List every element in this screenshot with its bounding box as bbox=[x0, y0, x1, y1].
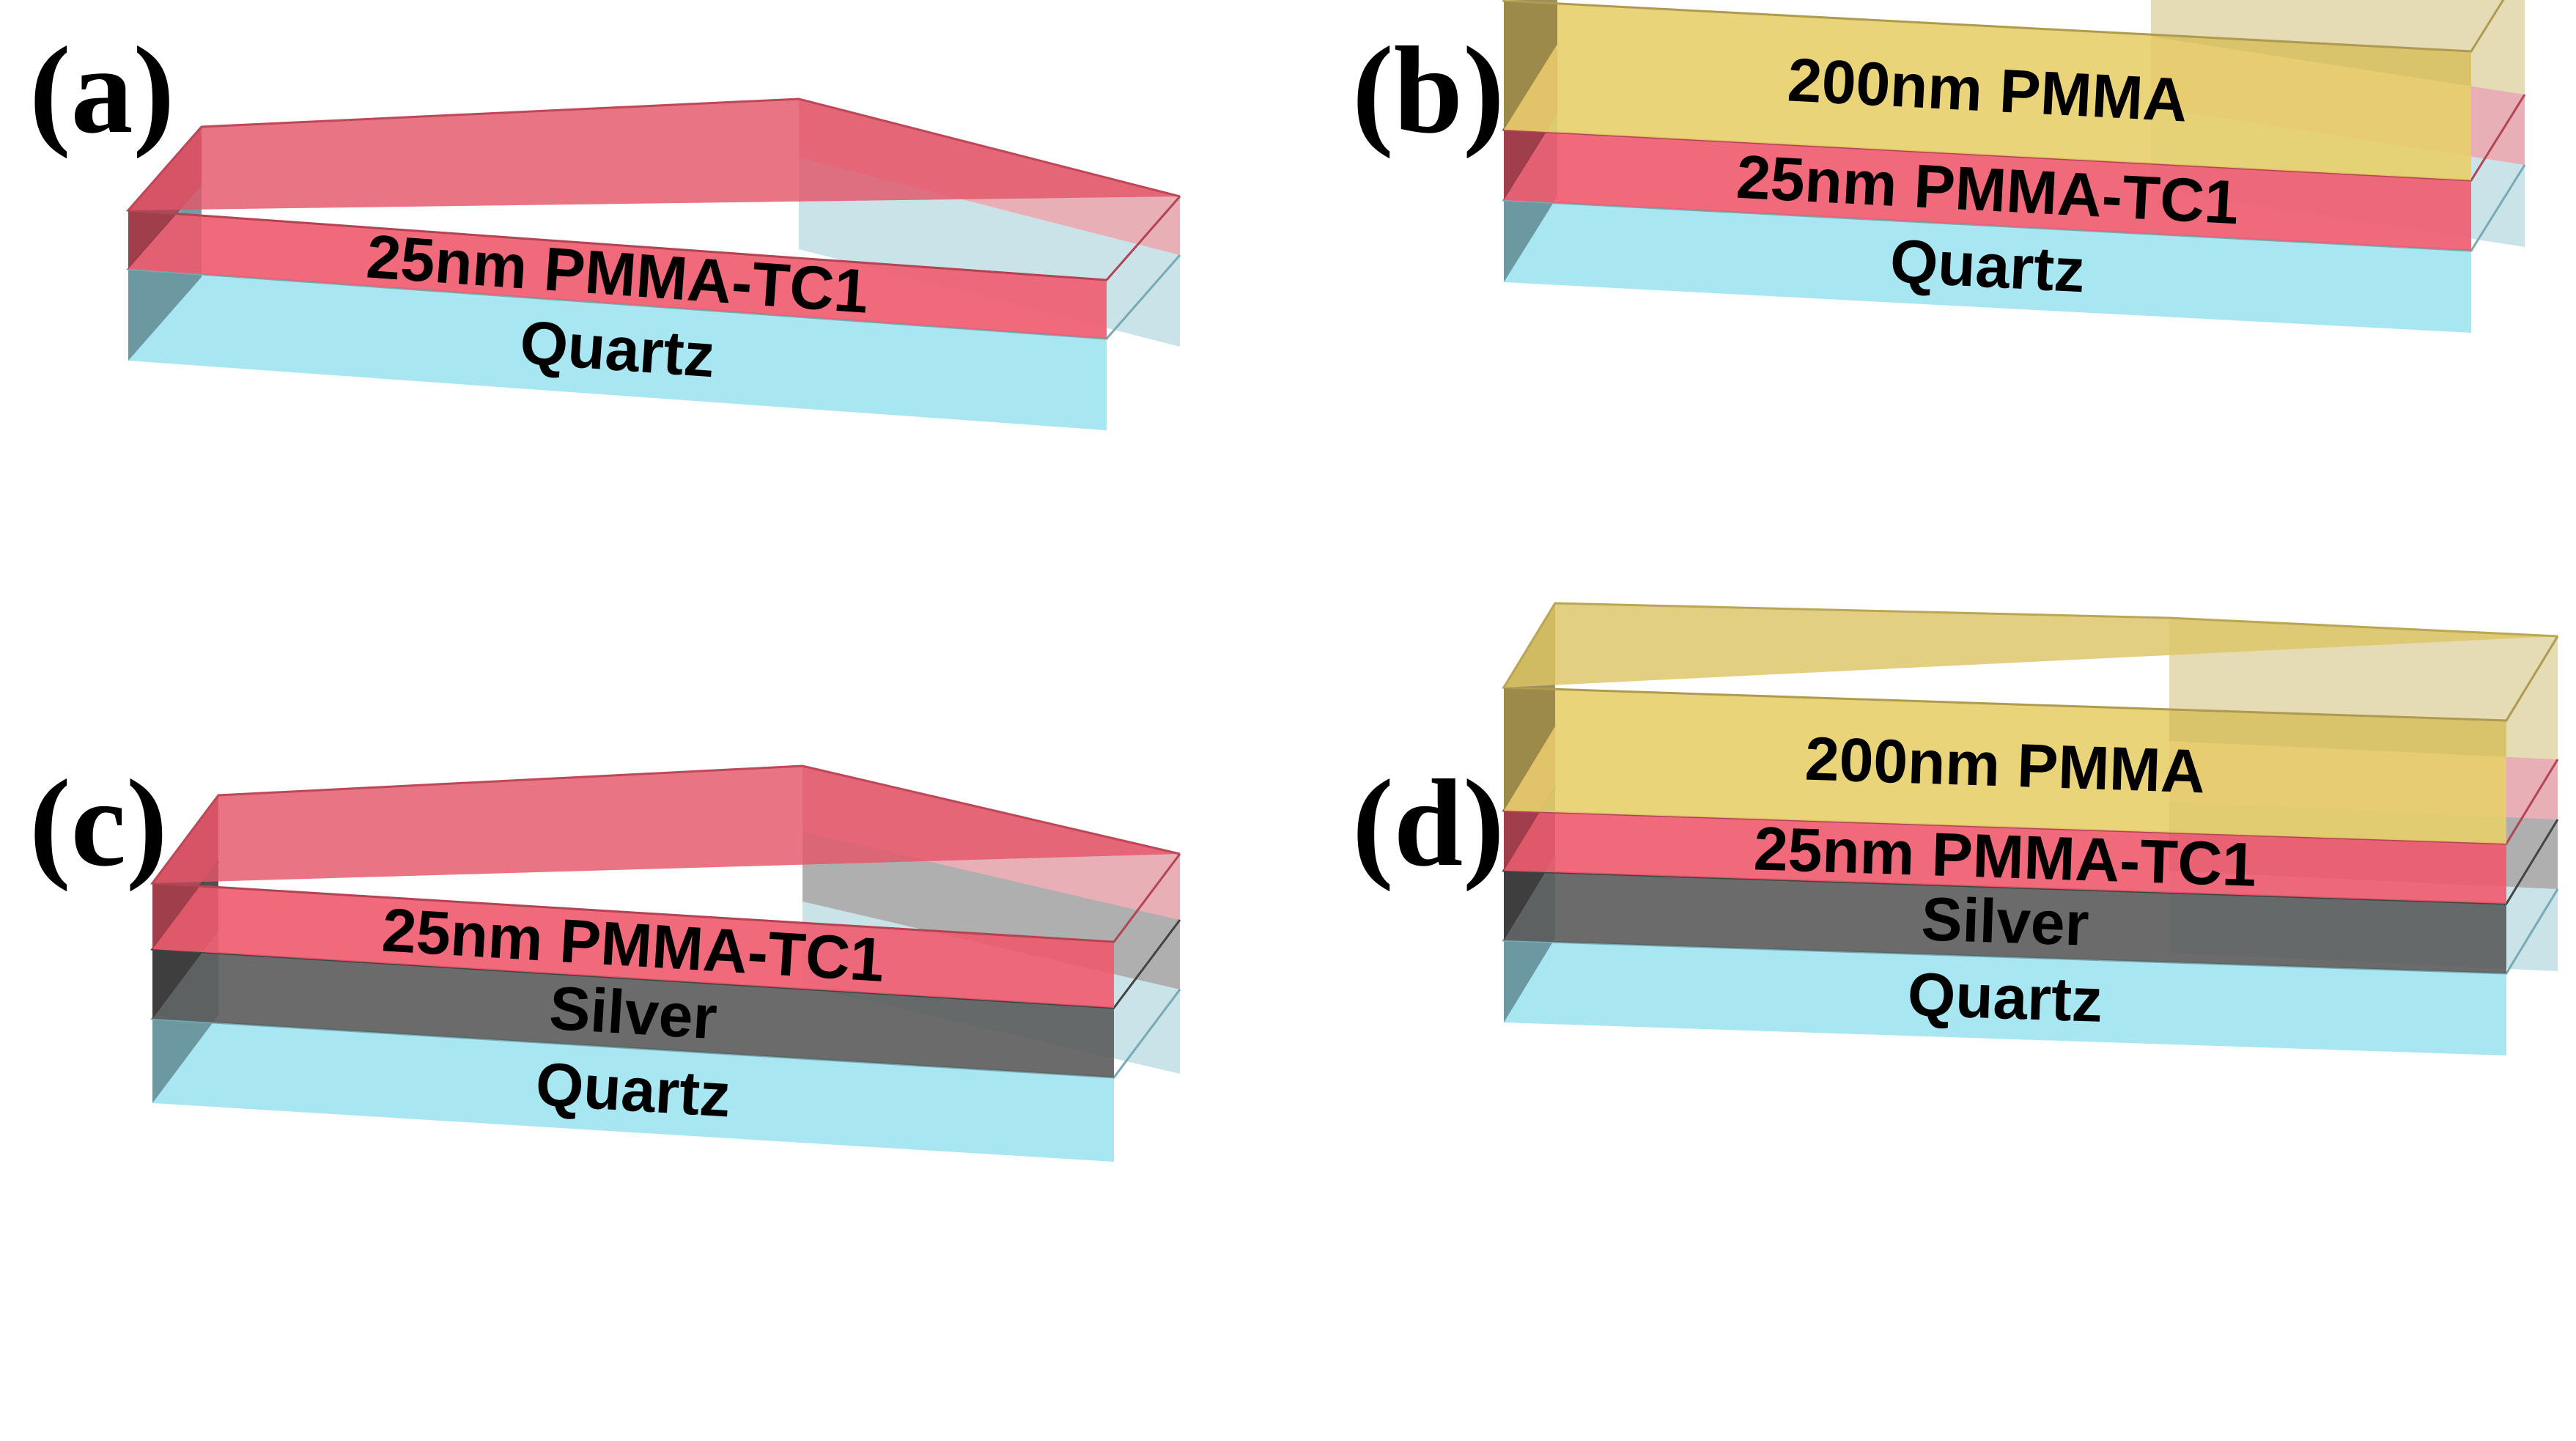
layer-label-a-0: Quartz bbox=[518, 308, 717, 391]
front-face-b-quartz bbox=[1504, 200, 2471, 333]
layer-label-c-0: Quartz bbox=[534, 1049, 732, 1129]
top-edge-a bbox=[127, 97, 1181, 211]
top-edge-c bbox=[151, 764, 1181, 884]
front-face-b-pmma_tc1 bbox=[1504, 130, 2471, 251]
top-surface-b bbox=[1504, 0, 1526, 1]
left-face-b-pmma bbox=[1504, 0, 1557, 130]
top-face-b bbox=[1502, 0, 1526, 1]
layer-b-pmma bbox=[1502, 0, 2525, 180]
right-face-b-pmma bbox=[2151, 0, 2525, 95]
front-face-d-quartz bbox=[1504, 940, 2506, 1055]
panel-label-c: (c) bbox=[29, 754, 168, 892]
front-face-d-pmma_tc1 bbox=[1504, 811, 2506, 904]
top-face-a bbox=[127, 97, 1181, 211]
front-face-a-pmma_tc1 bbox=[128, 210, 1107, 339]
front-face-c-quartz bbox=[152, 1019, 1114, 1162]
panel-label-b: (b) bbox=[1352, 21, 1505, 159]
layer-label-b-0: Quartz bbox=[1889, 226, 2087, 306]
front-face-d-pmma bbox=[1504, 688, 2506, 844]
top-face-d bbox=[1502, 602, 2558, 688]
front-face-b-pmma bbox=[1504, 1, 2471, 180]
right-face-d-pmma bbox=[2169, 618, 2558, 759]
edge-b-pmma bbox=[1502, 0, 2505, 53]
top-surface-c bbox=[152, 766, 1180, 883]
front-face-c-pmma_tc1 bbox=[152, 883, 1114, 1008]
panel-label-a: (a) bbox=[29, 21, 174, 159]
layer-label-d-3: 200nm PMMA bbox=[1804, 724, 2207, 806]
layer-label-d-2: 25nm PMMA-TC1 bbox=[1753, 814, 2258, 899]
front-face-a-quartz bbox=[128, 269, 1107, 430]
panel-label-d: (d) bbox=[1352, 754, 1505, 892]
layer-d-pmma bbox=[1502, 602, 2559, 844]
top-edge-d bbox=[1502, 602, 2558, 688]
top-face-c bbox=[151, 764, 1181, 884]
layer-label-c-1: Silver bbox=[547, 973, 719, 1053]
front-face-c-silver bbox=[152, 949, 1114, 1077]
top-surface-a bbox=[128, 99, 1180, 210]
layer-label-d-1: Silver bbox=[1920, 884, 2090, 958]
layer-label-d-0: Quartz bbox=[1907, 959, 2104, 1035]
